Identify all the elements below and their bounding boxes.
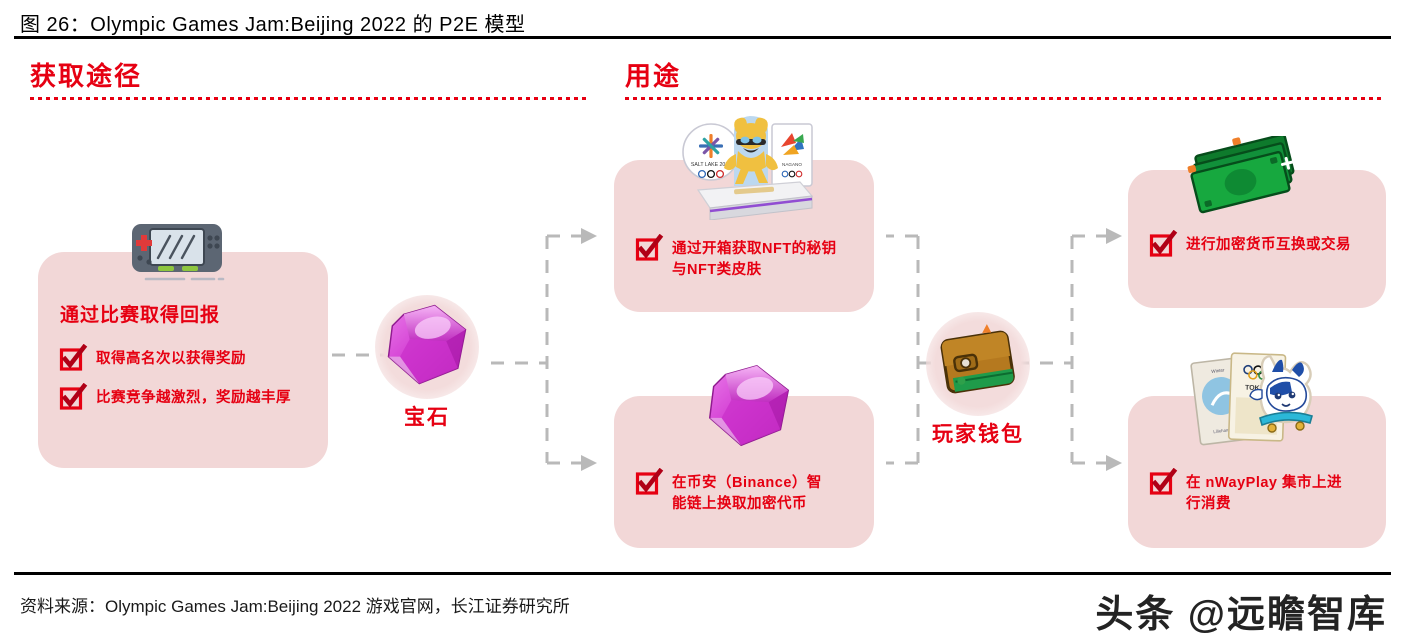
card-play-to-earn[interactable]: 通过比赛取得回报 取得高名次以获得奖励 比赛竞争越激烈，奖励越丰厚 bbox=[38, 252, 328, 468]
loot-box-cards-icon: SALT LAKE 2002 NAGANO bbox=[676, 112, 822, 225]
card-loot-box-nft[interactable]: 通过开箱获取NFT的秘钥 与NFT类皮肤 bbox=[614, 160, 874, 312]
section-dotted-rule-usage bbox=[625, 97, 1385, 100]
bullet-item: 通过开箱获取NFT的秘钥 与NFT类皮肤 bbox=[635, 234, 860, 281]
bullet-text: 取得高名次以获得奖励 bbox=[96, 351, 246, 367]
bullet-text: 比赛竞争越激烈，奖励越丰厚 bbox=[96, 390, 291, 406]
source-note: 资料来源：Olympic Games Jam:Beijing 2022 游戏官网… bbox=[20, 597, 570, 616]
gem-icon bbox=[375, 295, 479, 399]
title-divider bbox=[14, 36, 1391, 39]
collectible-cards-icon: Winter Lillehammer TOKYO bbox=[1186, 352, 1316, 465]
bullet-text: 在 nWayPlay 集市上进 行消费 bbox=[1186, 475, 1343, 513]
checkbox-checked-icon bbox=[1149, 230, 1178, 259]
figure-title: 图 26：Olympic Games Jam:Beijing 2022 的 P2… bbox=[20, 14, 526, 36]
svg-text:TOKYO: TOKYO bbox=[1245, 385, 1271, 393]
bullet-text: 在币安（Binance）智 能链上换取加密代币 bbox=[672, 475, 822, 513]
section-label-usage: 用途 bbox=[625, 61, 682, 91]
watermark: 头条 @远瞻智库 bbox=[1095, 594, 1387, 636]
bullet-item: 进行加密货币互换或交易 bbox=[1149, 230, 1372, 259]
bullet-item: 在 nWayPlay 集市上进 行消费 bbox=[1149, 468, 1372, 515]
checkbox-checked-icon bbox=[635, 468, 664, 497]
bullet-item: 在币安（Binance）智 能链上换取加密代币 bbox=[635, 468, 860, 515]
bullet-text: 通过开箱获取NFT的秘钥 与NFT类皮肤 bbox=[672, 241, 837, 279]
svg-text:Lillehammer: Lillehammer bbox=[1213, 426, 1238, 434]
hub-wallet[interactable]: 玩家钱包 bbox=[926, 312, 1030, 448]
bullet-text: 进行加密货币互换或交易 bbox=[1186, 237, 1351, 253]
checkbox-checked-icon bbox=[1149, 468, 1178, 497]
svg-text:Winter: Winter bbox=[1211, 367, 1225, 374]
wallet-icon bbox=[926, 312, 1030, 416]
gem-icon bbox=[696, 356, 802, 465]
svg-text:SALT LAKE 2002: SALT LAKE 2002 bbox=[691, 162, 731, 168]
hub-gem[interactable]: 宝石 bbox=[375, 295, 479, 431]
source-divider bbox=[14, 572, 1391, 575]
section-label-acquire: 获取途径 bbox=[30, 61, 143, 91]
money-stack-icon bbox=[1186, 133, 1312, 227]
section-header-acquire: 获取途径 bbox=[30, 56, 590, 100]
svg-text:NAGANO: NAGANO bbox=[782, 162, 802, 167]
connector-gem-branch bbox=[491, 228, 597, 471]
card-title-play-to-earn: 通过比赛取得回报 bbox=[60, 305, 221, 326]
section-header-usage: 用途 bbox=[625, 56, 1385, 100]
hub-label-wallet: 玩家钱包 bbox=[932, 423, 1024, 446]
bullet-item: 取得高名次以获得奖励 bbox=[59, 344, 314, 373]
checkbox-checked-icon bbox=[59, 344, 88, 373]
handheld-console-icon bbox=[122, 218, 232, 301]
bullet-item: 比赛竞争越激烈，奖励越丰厚 bbox=[59, 383, 314, 412]
checkbox-checked-icon bbox=[635, 234, 664, 263]
section-dotted-rule-acquire bbox=[30, 97, 590, 100]
checkbox-checked-icon bbox=[59, 383, 88, 412]
hub-label-gem: 宝石 bbox=[404, 406, 450, 429]
